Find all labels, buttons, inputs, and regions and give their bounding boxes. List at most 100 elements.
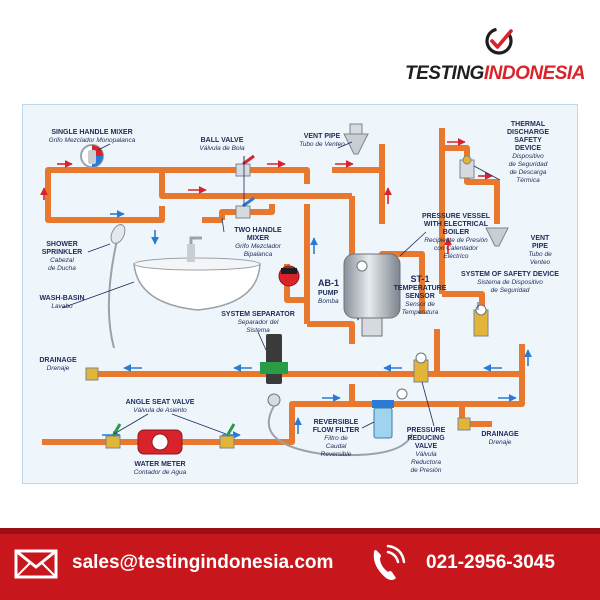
plumbing-diagram: SINGLE HANDLE MIXER Grifo Mezclador Mono…: [39, 121, 559, 476]
drain-valve-right: [457, 417, 471, 431]
label-title-1: PRESSURE: [407, 427, 446, 434]
angle-seat-valve-left: [105, 423, 122, 449]
brand-logo: TESTINGINDONESIA: [405, 25, 585, 95]
label-subtitle-2: Sistema: [246, 327, 270, 334]
label-subtitle-1: Recipiente de Presión: [424, 237, 488, 244]
label-title-1: PRESSURE VESSEL: [422, 213, 491, 220]
label-title-1: THERMAL: [511, 121, 546, 128]
label-subtitle-1: Sistema de Dispositivo: [477, 279, 543, 286]
pressure-vessel-boiler: [343, 253, 401, 337]
label-subtitle-2: de Seguridad: [509, 161, 548, 168]
label-title-2: WITH ELECTRICAL: [424, 221, 489, 228]
brand-name-right: INDONESIA: [483, 63, 586, 84]
label-title-1: TWO HANDLE: [234, 227, 282, 234]
footer-band: [0, 528, 600, 534]
label-subtitle-2: Temperatura: [402, 309, 439, 316]
phone-link[interactable]: 021-2956-3045: [426, 552, 555, 573]
ball-valve-top: [235, 154, 255, 177]
checkmark-circle-icon: [485, 27, 513, 55]
label-vent-pipe-right: VENT PIPE Tubo de Venteo: [528, 235, 552, 266]
label-wash-basin: WASH-BASIN Lavabo: [39, 295, 84, 310]
label-title: BALL VALVE: [201, 137, 244, 144]
label-subtitle: Drenaje: [489, 439, 512, 446]
label-title: ANGLE SEAT VALVE: [126, 399, 195, 406]
label-title-1: SHOWER: [46, 241, 78, 248]
envelope-icon: [14, 549, 58, 579]
single-handle-mixer: [80, 144, 104, 168]
flow-arrows: [40, 138, 532, 439]
label-shower-sprinkler: SHOWER SPRINKLER Cabezal de Ducha: [42, 241, 82, 272]
angle-seat-valve-right: [219, 423, 236, 449]
label-subtitle-2: Reductora: [411, 459, 441, 466]
label-subtitle-1: Filtro de: [324, 435, 348, 442]
label-title-2: SENSOR: [405, 293, 435, 300]
label-title-2: DISCHARGE: [507, 129, 549, 136]
reversible-flow-filter: [372, 388, 408, 439]
label-drainage-left: DRAINAGE Drenaje: [39, 357, 77, 372]
label-reversible-flow-filter: REVERSIBLE FLOW FILTER Filtro de Caudal …: [313, 419, 360, 458]
water-meter: [137, 429, 183, 455]
label-title: WASH-BASIN: [39, 295, 84, 302]
label-subtitle-1: Tubo de: [528, 251, 552, 258]
leader-lines: [61, 141, 501, 435]
label-title-1: TEMPERATURE: [394, 285, 447, 292]
label-subtitle: Drenaje: [47, 365, 70, 372]
label-title: VENT PIPE: [304, 133, 341, 140]
label-title-4: DEVICE: [515, 145, 541, 152]
phone-ringing-icon: [373, 544, 406, 580]
pressure-reducing-valve: [413, 352, 429, 383]
label-code: AB-1: [318, 278, 339, 288]
label-subtitle-1: Dispositivo: [512, 153, 544, 160]
label-subtitle-2: con Calentador: [434, 245, 479, 252]
label-title: SYSTEM SEPARATOR: [221, 311, 295, 318]
label-subtitle: Lavabo: [51, 303, 73, 310]
drain-valve-left: [85, 367, 99, 381]
thermal-discharge-device: [459, 155, 475, 179]
brand-name-left: TESTING: [405, 63, 484, 84]
label-thermal-discharge: THERMAL DISCHARGE SAFETY DEVICE Disposit…: [507, 121, 549, 184]
email-link[interactable]: sales@testingindonesia.com: [72, 552, 334, 573]
label-single-handle-mixer: SINGLE HANDLE MIXER Grifo Mezclador Mono…: [49, 129, 136, 144]
label-title-3: SAFETY: [514, 137, 542, 144]
label-subtitle: Bomba: [318, 298, 339, 305]
label-angle-seat-valve: ANGLE SEAT VALVE Válvula de Asiento: [126, 399, 195, 414]
pipe-network: [42, 128, 525, 445]
label-vent-pipe-top: VENT PIPE Tubo de Venteo: [299, 133, 345, 148]
label-title-2: MIXER: [247, 235, 269, 242]
pump-ab1: [278, 265, 300, 287]
label-subtitle: Válvula de Bola: [199, 145, 245, 152]
label-subtitle: Válvula de Asiento: [133, 407, 187, 414]
label-title-1: VENT: [531, 235, 550, 242]
label-title: SINGLE HANDLE MIXER: [51, 129, 132, 136]
label-title-2: REDUCING: [407, 435, 445, 442]
shower-sprinkler: [107, 224, 126, 349]
label-title-3: VALVE: [415, 443, 438, 450]
safety-device-assembly: [473, 304, 489, 337]
label-title-2: SPRINKLER: [42, 249, 82, 256]
vent-pipe-top-funnel: [343, 123, 369, 155]
label-subtitle-3: Eléctrico: [444, 253, 469, 260]
label-subtitle-2: Bipalanca: [244, 251, 273, 258]
label-subtitle: Tubo de Venteo: [299, 141, 345, 148]
label-temperature-sensor: ST-1 TEMPERATURE SENSOR Sensor de Temper…: [394, 274, 447, 316]
label-subtitle-2: de Seguridad: [491, 287, 530, 294]
label-subtitle-2: Venteo: [530, 259, 551, 266]
label-title-2: FLOW FILTER: [313, 427, 360, 434]
label-pump: AB-1 PUMP Bomba: [318, 278, 339, 305]
label-system-of-safety-device: SYSTEM OF SAFETY DEVICE Sistema de Dispo…: [461, 271, 559, 294]
label-subtitle-1: Separador del: [238, 319, 279, 326]
label-title: DRAINAGE: [39, 357, 77, 364]
label-subtitle-4: Térmica: [516, 177, 540, 184]
ball-valve-lower: [235, 196, 255, 219]
label-subtitle: Contador de Agua: [134, 469, 187, 476]
label-ball-valve: BALL VALVE Válvula de Bola: [199, 137, 245, 152]
label-system-separator: SYSTEM SEPARATOR Separador del Sistema: [221, 311, 295, 334]
label-subtitle-1: Grifo Mezclador: [235, 243, 282, 250]
label-subtitle-1: Sensor de: [405, 301, 435, 308]
label-code: ST-1: [410, 274, 429, 284]
label-subtitle: Grifo Mezclador Monopalanca: [49, 137, 136, 144]
label-subtitle-2: de Ducha: [48, 265, 76, 272]
label-subtitle-1: Válvula: [415, 451, 437, 458]
label-subtitle-3: de Presión: [410, 467, 441, 474]
label-pressure-reducing-valve: PRESSURE REDUCING VALVE Válvula Reductor…: [407, 427, 446, 474]
